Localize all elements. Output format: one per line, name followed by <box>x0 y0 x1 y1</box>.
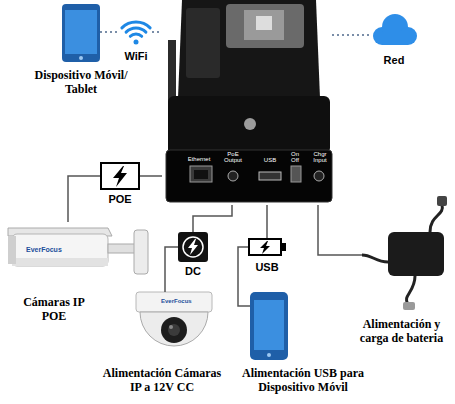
phone-icon <box>250 292 288 360</box>
cable-line <box>165 247 178 292</box>
tester-pouch <box>190 166 212 182</box>
tester-pouch <box>186 8 220 78</box>
port-label: PoE Output <box>220 151 246 164</box>
cloud-icon: Red <box>370 12 418 48</box>
dome-camera <box>168 324 180 336</box>
tablet-icon <box>62 4 100 62</box>
wifi-icon: WiFi <box>120 16 152 46</box>
brand-mark: EverFocus <box>161 298 192 305</box>
bullet-camera <box>8 236 16 264</box>
wireless-link <box>100 31 120 33</box>
charger-adapter <box>430 205 442 232</box>
charger-adapter <box>362 196 447 310</box>
dc-badge: DC <box>178 232 208 262</box>
usb-battery-badge <box>260 241 270 254</box>
tester-pouch <box>256 16 272 30</box>
usb-battery-badge <box>249 239 281 255</box>
dc-badge <box>188 239 198 255</box>
node-label: Alimentación Cámaras IP a 12V CC <box>96 366 228 394</box>
tester-pouch <box>314 171 324 181</box>
node-label: Dispositivo Móvil/ Tablet <box>34 68 128 96</box>
bullet-camera <box>12 258 108 266</box>
wifi-icon <box>126 28 146 32</box>
tester-pouch <box>244 10 284 40</box>
port-label: On Off <box>287 151 303 164</box>
cable-line <box>193 205 232 232</box>
node-label: DC <box>176 265 210 278</box>
bullet-camera <box>108 244 136 253</box>
poe-badge <box>113 166 127 187</box>
node-label: Cámaras IP POE <box>10 295 98 323</box>
wifi-icon <box>130 34 141 36</box>
dome-camera <box>169 325 173 329</box>
dome-camera <box>136 292 212 346</box>
phone-icon: Alimentación USB para Dispositivo Móvil <box>250 292 288 360</box>
dome-camera <box>136 292 212 312</box>
cable-line <box>140 175 162 177</box>
tester-pouch <box>166 150 332 202</box>
tablet-icon <box>65 10 97 54</box>
charger-adapter <box>437 196 447 206</box>
cloud-icon <box>382 32 408 45</box>
tester-pouch <box>291 166 301 182</box>
dome-camera <box>161 317 187 343</box>
dc-badge <box>178 232 208 262</box>
poe-badge <box>101 163 139 189</box>
bullet-camera <box>12 234 108 266</box>
charger-adapter: Alimentación y carga de bateria <box>362 195 450 312</box>
charger-adapter <box>403 302 415 310</box>
poe-badge: POE <box>100 162 140 190</box>
cable-line <box>238 247 250 306</box>
phone-icon <box>267 353 271 357</box>
phone-icon <box>254 300 284 350</box>
cable-line <box>318 205 362 255</box>
tester-pouch <box>194 170 208 179</box>
charger-adapter <box>362 255 388 262</box>
wifi-icon <box>122 22 150 28</box>
node-label: Red <box>374 54 414 67</box>
port-label: USB <box>259 157 281 163</box>
usb-battery-badge <box>282 243 286 251</box>
tester-pouch <box>166 0 332 202</box>
tester-pouch <box>178 0 320 98</box>
cable-line <box>68 176 100 222</box>
tester-pouch <box>259 172 281 180</box>
tester-device: Ethernet PoE Output USB On Off Chgr Input <box>162 0 332 205</box>
wireless-link <box>332 34 370 36</box>
dome-camera <box>140 312 208 346</box>
bullet-camera: Cámaras IP POE <box>8 222 150 290</box>
tablet-icon <box>62 4 100 62</box>
tablet-icon <box>79 56 83 60</box>
wifi-icon <box>134 40 139 45</box>
node-label: POE <box>100 193 140 206</box>
bullet-camera <box>134 230 148 274</box>
node-label: Alimentación y carga de bateria <box>351 317 452 345</box>
tester-pouch <box>226 4 304 48</box>
tester-pouch <box>168 96 330 154</box>
cloud-icon <box>373 14 417 45</box>
port-label: Ethernet <box>184 156 214 162</box>
cable-line <box>266 205 268 238</box>
tester-pouch <box>228 171 238 181</box>
bullet-camera <box>8 228 148 274</box>
charger-adapter <box>388 232 444 276</box>
node-label: USB <box>246 261 288 274</box>
port-label: Chgr Input <box>308 151 332 164</box>
tester-pouch <box>244 118 256 130</box>
poe-badge <box>101 163 139 189</box>
tablet-icon: Dispositivo Móvil/ Tablet <box>62 4 100 62</box>
wifi-icon <box>122 22 150 44</box>
usb-battery-badge <box>249 239 286 255</box>
node-label: Alimentación USB para Dispositivo Móvil <box>230 366 376 394</box>
charger-adapter <box>406 276 415 304</box>
dc-badge <box>178 232 208 262</box>
usb-badge: USB <box>248 238 286 256</box>
wireless-link <box>152 31 162 33</box>
brand-mark: EverFocus <box>26 246 62 254</box>
node-label: WiFi <box>116 50 156 63</box>
phone-icon <box>250 292 288 360</box>
dc-badge <box>183 237 203 257</box>
